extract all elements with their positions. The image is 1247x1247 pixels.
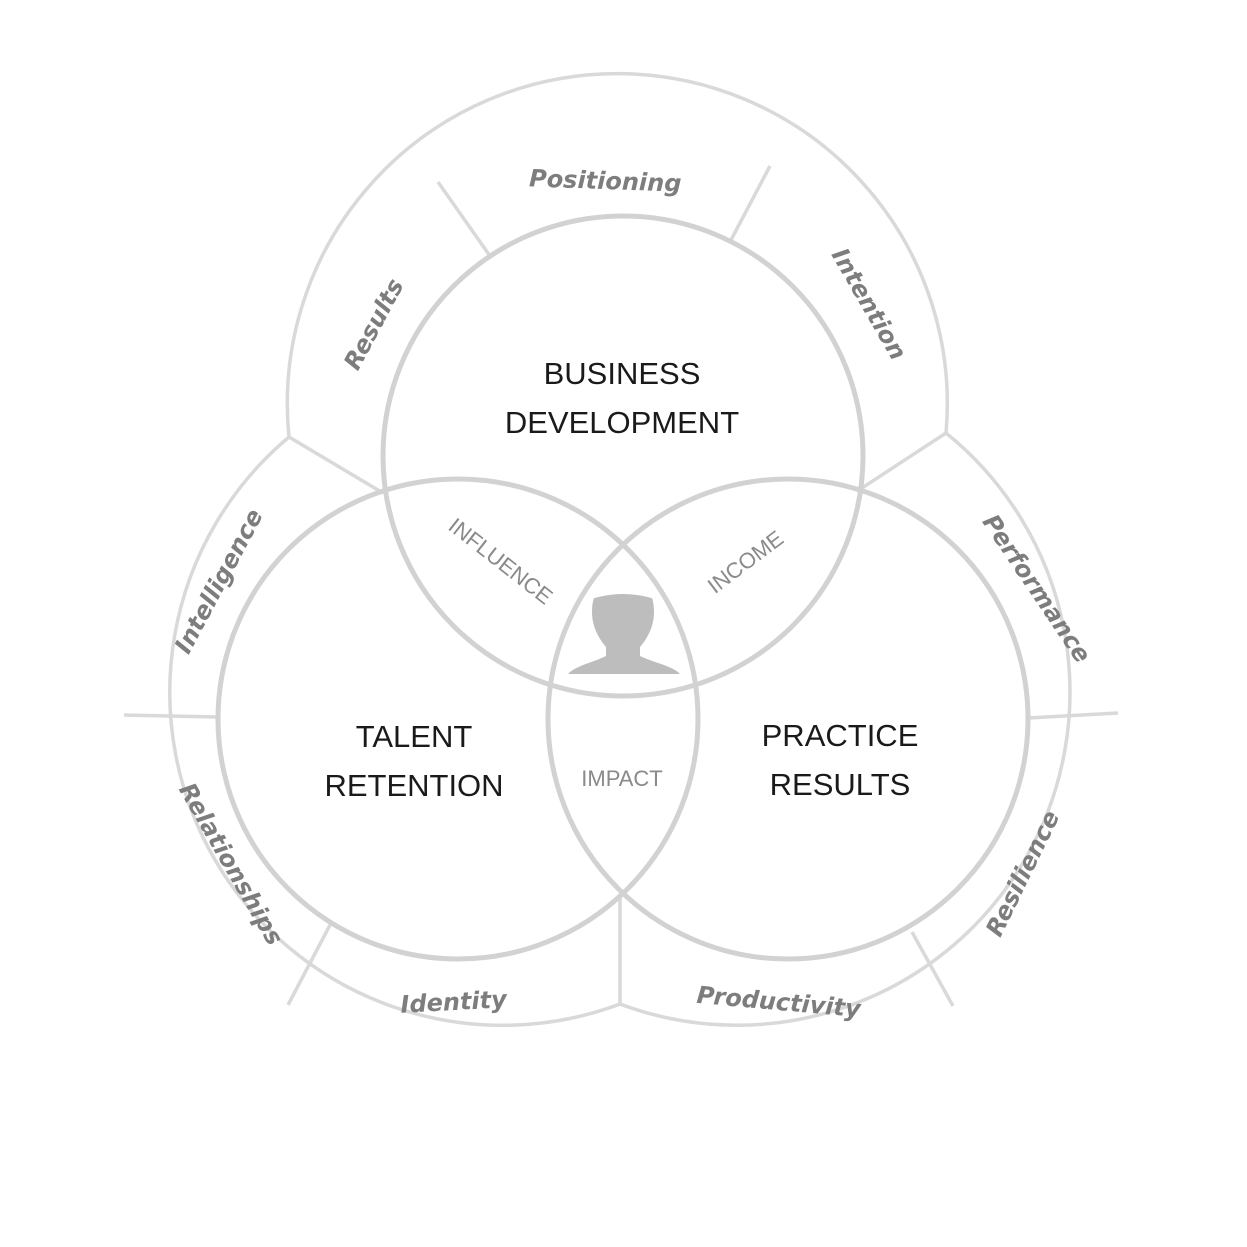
outer-ring-left: [168, 435, 621, 1028]
circle-label-right-line1: PRACTICE: [762, 718, 919, 753]
ring-junction-left: [288, 435, 384, 495]
segment-divider: [123, 713, 219, 719]
circle-business-development: [380, 213, 866, 699]
ring-junction-right: [861, 431, 947, 490]
circle-label-top-line1: BUSINESS: [544, 356, 701, 391]
person-silhouette-icon: [568, 594, 680, 674]
ring-label-positioning: Positioning: [529, 164, 682, 197]
ring-label-results: Results: [338, 274, 409, 374]
outer-ring-top: [285, 71, 950, 438]
overlap-label-influence: INFLUENCE: [444, 513, 558, 609]
circle-label-left-line1: TALENT: [356, 719, 473, 754]
segment-divider: [436, 180, 492, 258]
segment-divider: [729, 165, 772, 241]
circle-label-top-line2: DEVELOPMENT: [505, 405, 739, 440]
segment-divider: [286, 924, 332, 1006]
overlap-label-income: INCOME: [703, 526, 788, 599]
circle-practice-results: [545, 476, 1031, 962]
ring-label-performance: Performance: [977, 509, 1097, 668]
circle-label-right-line2: RESULTS: [770, 767, 911, 802]
segment-divider: [1027, 711, 1119, 720]
outer-ring-right: [619, 431, 1072, 1027]
ring-label-productivity: Productivity: [696, 981, 864, 1023]
ring-label-intelligence: Intelligence: [169, 504, 269, 658]
overlap-label-impact: IMPACT: [581, 766, 662, 791]
ring-label-identity: Identity: [400, 985, 509, 1019]
circle-label-left-line2: RETENTION: [324, 768, 503, 803]
circle-talent-retention: [215, 476, 701, 962]
ring-label-resilience: Resilience: [980, 806, 1065, 941]
segment-divider: [910, 931, 955, 1007]
